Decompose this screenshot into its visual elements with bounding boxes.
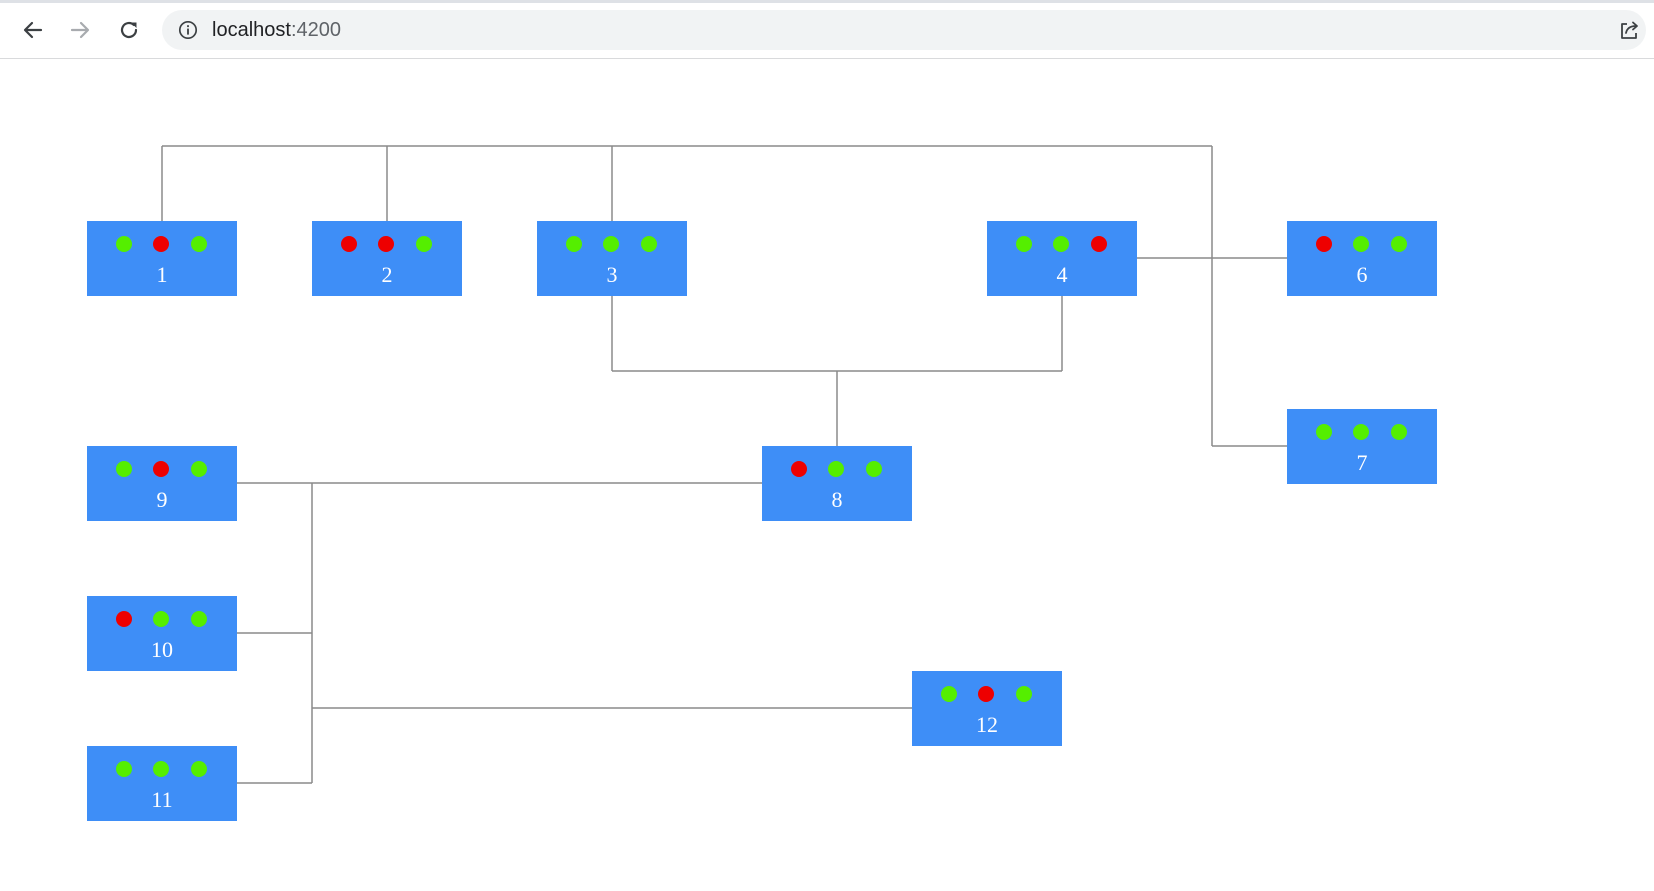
status-light: [1091, 236, 1107, 252]
status-light: [1316, 236, 1332, 252]
status-light: [191, 611, 207, 627]
info-icon[interactable]: [178, 20, 198, 40]
status-light: [116, 761, 132, 777]
status-lights: [87, 611, 237, 627]
network-diagram: 1 2 3 4 6: [0, 59, 1654, 891]
status-light: [116, 461, 132, 477]
node-label: 6: [1356, 262, 1368, 287]
status-light: [153, 611, 169, 627]
tab-strip: [0, 0, 1654, 3]
status-lights: [87, 236, 237, 252]
node-label: 1: [156, 262, 168, 287]
node-label: 8: [831, 487, 843, 512]
node-label: 2: [381, 262, 393, 287]
status-light: [1353, 236, 1369, 252]
browser-toolbar: localhost:4200: [0, 0, 1654, 59]
node-label: 7: [1356, 450, 1368, 475]
node-9[interactable]: 9: [87, 446, 237, 521]
status-lights: [1287, 236, 1437, 252]
node-8[interactable]: 8: [762, 446, 912, 521]
node-12[interactable]: 12: [912, 671, 1062, 746]
status-light: [1053, 236, 1069, 252]
status-lights: [912, 686, 1062, 702]
status-light: [116, 611, 132, 627]
status-light: [153, 236, 169, 252]
status-light: [378, 236, 394, 252]
node-label: 3: [606, 262, 618, 287]
node-label: 4: [1056, 262, 1068, 287]
node-7[interactable]: 7: [1287, 409, 1437, 484]
forward-button[interactable]: [64, 14, 96, 46]
reload-button[interactable]: [113, 14, 145, 46]
node-6[interactable]: 6: [1287, 221, 1437, 296]
status-lights: [87, 461, 237, 477]
status-light: [978, 686, 994, 702]
node-label: 9: [156, 487, 168, 512]
status-light: [1016, 686, 1032, 702]
status-light: [941, 686, 957, 702]
arrow-right-icon: [70, 21, 90, 39]
connector-lines: [161, 145, 1287, 784]
status-light: [1016, 236, 1032, 252]
arrow-left-icon: [23, 21, 43, 39]
status-light: [603, 236, 619, 252]
status-light: [153, 761, 169, 777]
status-light: [191, 236, 207, 252]
status-light: [116, 236, 132, 252]
status-light: [791, 461, 807, 477]
node-label: 10: [151, 637, 173, 662]
url-host: localhost: [212, 19, 291, 41]
status-light: [566, 236, 582, 252]
node-4[interactable]: 4: [987, 221, 1137, 296]
node-11[interactable]: 11: [87, 746, 237, 821]
status-light: [191, 461, 207, 477]
status-lights: [312, 236, 462, 252]
status-light: [866, 461, 882, 477]
status-lights: [537, 236, 687, 252]
node-1[interactable]: 1: [87, 221, 237, 296]
status-lights: [87, 761, 237, 777]
status-light: [828, 461, 844, 477]
back-button[interactable]: [17, 14, 49, 46]
status-lights: [1287, 424, 1437, 440]
status-light: [1316, 424, 1332, 440]
url-port: :4200: [290, 19, 341, 41]
status-light: [191, 761, 207, 777]
status-light: [341, 236, 357, 252]
node-label: 12: [976, 712, 998, 737]
node-label: 11: [151, 787, 173, 812]
node-10[interactable]: 10: [87, 596, 237, 671]
status-light: [641, 236, 657, 252]
status-lights: [762, 461, 912, 477]
reload-icon: [120, 21, 138, 39]
node-3[interactable]: 3: [537, 221, 687, 296]
status-light: [1391, 236, 1407, 252]
status-light: [416, 236, 432, 252]
status-light: [1391, 424, 1407, 440]
node-2[interactable]: 2: [312, 221, 462, 296]
status-light: [153, 461, 169, 477]
share-icon[interactable]: [1618, 19, 1640, 41]
url-text[interactable]: localhost:4200: [212, 10, 341, 50]
status-light: [1353, 424, 1369, 440]
address-bar[interactable]: localhost:4200: [162, 10, 1646, 50]
status-lights: [987, 236, 1137, 252]
